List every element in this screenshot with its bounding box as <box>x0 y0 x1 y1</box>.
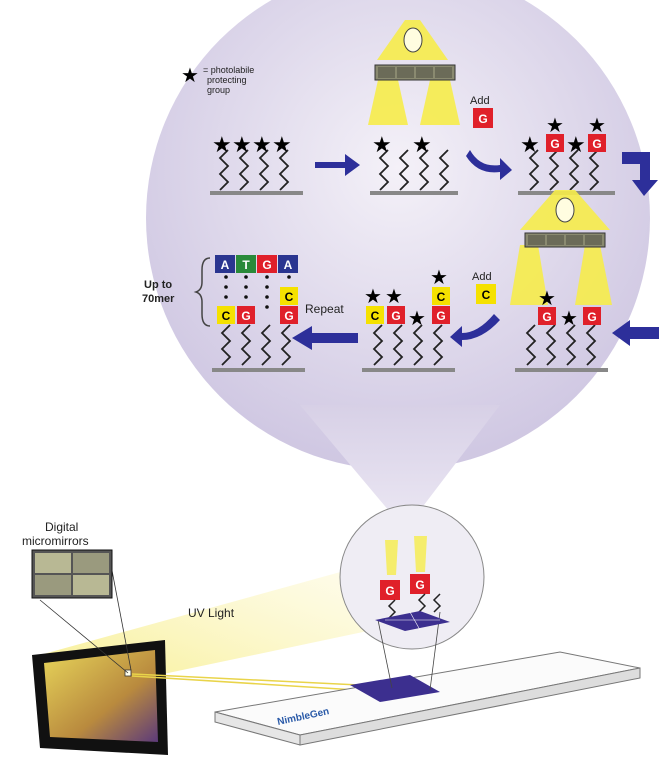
svg-text:C: C <box>482 288 491 302</box>
base-a-2 <box>278 255 298 273</box>
svg-text:★: ★ <box>560 308 578 330</box>
base-a-1 <box>215 255 235 273</box>
arrow-curve-2 <box>450 314 500 347</box>
zoom-bubble <box>146 0 650 470</box>
svg-text:G: G <box>542 310 551 324</box>
legend-line-1: = photolabile <box>203 65 254 75</box>
lamp-top <box>368 20 460 125</box>
svg-text:★: ★ <box>430 267 448 289</box>
lamp-bottom <box>510 190 612 305</box>
add-c-label: Add <box>472 271 492 283</box>
svg-text:G: G <box>385 584 394 598</box>
svg-text:G: G <box>391 309 400 323</box>
svg-text:★: ★ <box>412 132 432 157</box>
micromirror-grid <box>31 549 113 599</box>
legend-star-icon: ★ <box>181 65 199 87</box>
svg-text:G: G <box>284 309 293 323</box>
small-circle-strands: G G <box>375 536 450 631</box>
legend-line-2: protecting <box>207 75 247 85</box>
svg-text:A: A <box>221 258 230 272</box>
svg-text:★: ★ <box>372 132 392 157</box>
length-brace <box>193 257 211 327</box>
svg-text:A: A <box>284 258 293 272</box>
svg-text:T: T <box>242 258 250 272</box>
svg-text:★: ★ <box>538 288 556 310</box>
arrow-turn-down <box>622 152 658 196</box>
sequence-bar: A T G A <box>215 255 298 273</box>
svg-text:★: ★ <box>232 132 252 157</box>
svg-text:G: G <box>587 310 596 324</box>
zoom-cone <box>300 405 500 530</box>
step-6: C G C G <box>212 275 305 372</box>
svg-text:★: ★ <box>252 132 272 157</box>
base-g-add <box>473 108 493 128</box>
repeat-label: Repeat <box>305 302 344 316</box>
svg-text:★: ★ <box>566 132 586 157</box>
svg-text:G: G <box>436 309 445 323</box>
step-4: G ★ ★ G <box>515 288 608 372</box>
svg-text:C: C <box>437 290 446 304</box>
svg-text:★: ★ <box>546 115 564 137</box>
arrow-curve-1 <box>466 150 512 180</box>
legend-line-3: group <box>207 85 230 95</box>
svg-text:G: G <box>262 258 271 272</box>
glass-slide <box>214 651 641 746</box>
svg-text:G: G <box>592 137 601 151</box>
length-line-1: Up to <box>144 279 172 291</box>
svg-text:G: G <box>415 578 424 592</box>
svg-text:★: ★ <box>364 286 382 308</box>
base-c-add <box>476 284 496 304</box>
arrow-left-1 <box>612 320 659 346</box>
svg-text:★: ★ <box>385 286 403 308</box>
svg-text:★: ★ <box>408 308 426 330</box>
svg-text:★: ★ <box>588 115 606 137</box>
add-g-label: Add <box>470 95 490 107</box>
step-2: ★ ★ <box>370 132 458 195</box>
svg-text:G: G <box>550 137 559 151</box>
svg-text:C: C <box>285 290 294 304</box>
base-g-seq <box>257 255 277 273</box>
arrow-right-1 <box>315 154 360 176</box>
svg-text:C: C <box>371 309 380 323</box>
uv-label: UV Light <box>188 606 235 620</box>
svg-text:★: ★ <box>272 132 292 157</box>
base-t <box>236 255 256 273</box>
length-line-2: 70mer <box>142 293 175 305</box>
dmd-screen <box>32 640 168 755</box>
step-5: ★ C ★ G ★ ★ C G <box>362 267 455 372</box>
legend: ★ = photolabile protecting group <box>181 65 254 95</box>
mirrors-line-2: micromirrors <box>22 534 89 548</box>
svg-text:C: C <box>222 309 231 323</box>
svg-text:★: ★ <box>520 132 540 157</box>
svg-text:★: ★ <box>212 132 232 157</box>
svg-text:G: G <box>478 112 487 126</box>
step-1: ★ ★ ★ ★ <box>210 132 303 195</box>
svg-text:G: G <box>241 309 250 323</box>
mirrors-line-1: Digital <box>45 520 78 534</box>
